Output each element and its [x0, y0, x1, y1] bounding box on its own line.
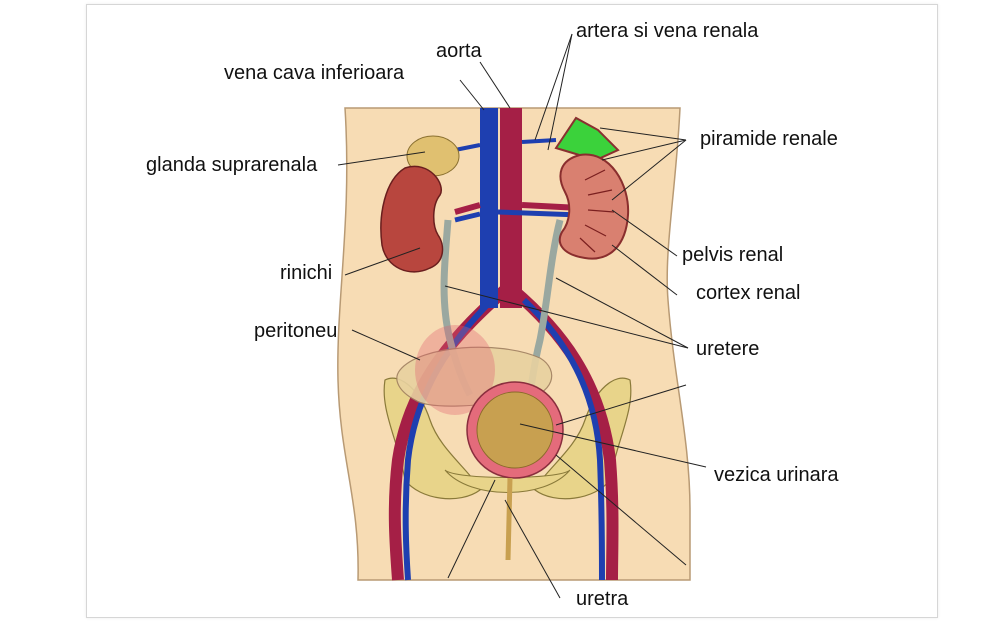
label-peritoneu: peritoneu — [254, 320, 338, 342]
aorta-vessel — [500, 108, 522, 308]
iliac-vein-right — [521, 297, 605, 581]
renal-pyramids — [579, 169, 615, 253]
leader-lines — [337, 33, 707, 599]
label-vezica: vezica urinara — [714, 464, 839, 486]
label-aorta: aorta — [436, 40, 482, 62]
iliac-vein-left — [402, 297, 495, 581]
label-piramide: piramide renale — [700, 128, 838, 150]
label-uretra: uretra — [576, 588, 629, 610]
label-vena-cava: vena cava inferioara — [224, 62, 405, 84]
kidney-left — [380, 165, 444, 273]
bladder — [476, 391, 554, 469]
label-glanda: glanda suprarenala — [146, 154, 318, 176]
label-uretere: uretere — [696, 338, 760, 360]
urethra-tube — [505, 477, 513, 561]
label-rinichi: rinichi — [280, 262, 333, 284]
kidney-right — [558, 153, 630, 260]
label-cortex: cortex renal — [696, 282, 801, 304]
vena-cava — [480, 108, 498, 308]
label-artera-vena-renala: artera si vena renala — [576, 20, 759, 42]
label-pelvis: pelvis renal — [682, 244, 784, 266]
